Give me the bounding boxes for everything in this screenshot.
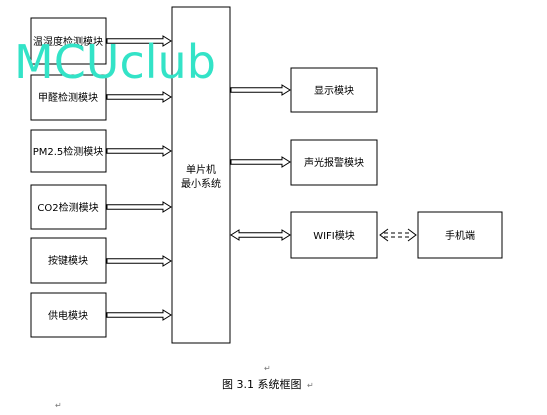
output-arrows	[230, 84, 291, 241]
module-wifi-label: WIFI模块	[313, 230, 355, 242]
mcuclub-watermark: MCUclub	[14, 35, 216, 89]
module-formaldehyde-label: 甲醛检测模块	[38, 91, 98, 104]
module-display: 显示模块	[290, 67, 378, 113]
mcu-block: 单片机 最小系统	[171, 6, 231, 344]
paragraph-mark: ↵	[55, 401, 62, 410]
module-power: 供电模块	[30, 292, 107, 338]
module-power-label: 供电模块	[48, 309, 88, 322]
input-arrow-2	[106, 91, 172, 103]
input-arrow-1	[106, 35, 172, 47]
figure-caption: 图 3.1 系统框图	[222, 378, 302, 391]
module-formaldehyde: 甲醛检测模块	[30, 74, 107, 121]
module-phone: 手机端	[417, 211, 503, 259]
module-co2: CO2检测模块	[30, 184, 107, 230]
input-arrow-3	[106, 145, 172, 157]
module-display-label: 显示模块	[314, 85, 354, 97]
paragraph-mark: ↵	[307, 381, 314, 390]
wifi-phone-link	[379, 228, 417, 242]
arrow-to-display	[230, 84, 291, 96]
input-arrow-5	[106, 255, 172, 267]
paragraph-mark: ↵	[264, 364, 271, 373]
input-arrow-4	[106, 201, 172, 213]
arrow-mcu-wifi	[230, 229, 291, 241]
module-buzzer: 声光报警模块	[290, 139, 378, 186]
input-arrows	[106, 35, 172, 321]
module-keys-label: 按键模块	[48, 254, 88, 267]
mcu-label-line1: 单片机	[186, 163, 216, 176]
mcu-label-line2: 最小系统	[181, 177, 221, 190]
input-arrow-6	[106, 309, 172, 321]
module-co2-label: CO2检测模块	[37, 201, 98, 214]
module-buzzer-label: 声光报警模块	[304, 156, 364, 169]
module-keys: 按键模块	[30, 237, 107, 284]
module-temp-humidity: 温湿度检测模块	[30, 17, 107, 65]
module-temp-humidity-label: 温湿度检测模块	[33, 35, 103, 48]
module-pm25: PM2.5检测模块	[30, 129, 107, 173]
module-pm25-label: PM2.5检测模块	[33, 145, 104, 158]
module-wifi: WIFI模块	[290, 211, 378, 259]
arrow-to-buzzer	[230, 156, 291, 168]
module-phone-label: 手机端	[445, 229, 475, 242]
